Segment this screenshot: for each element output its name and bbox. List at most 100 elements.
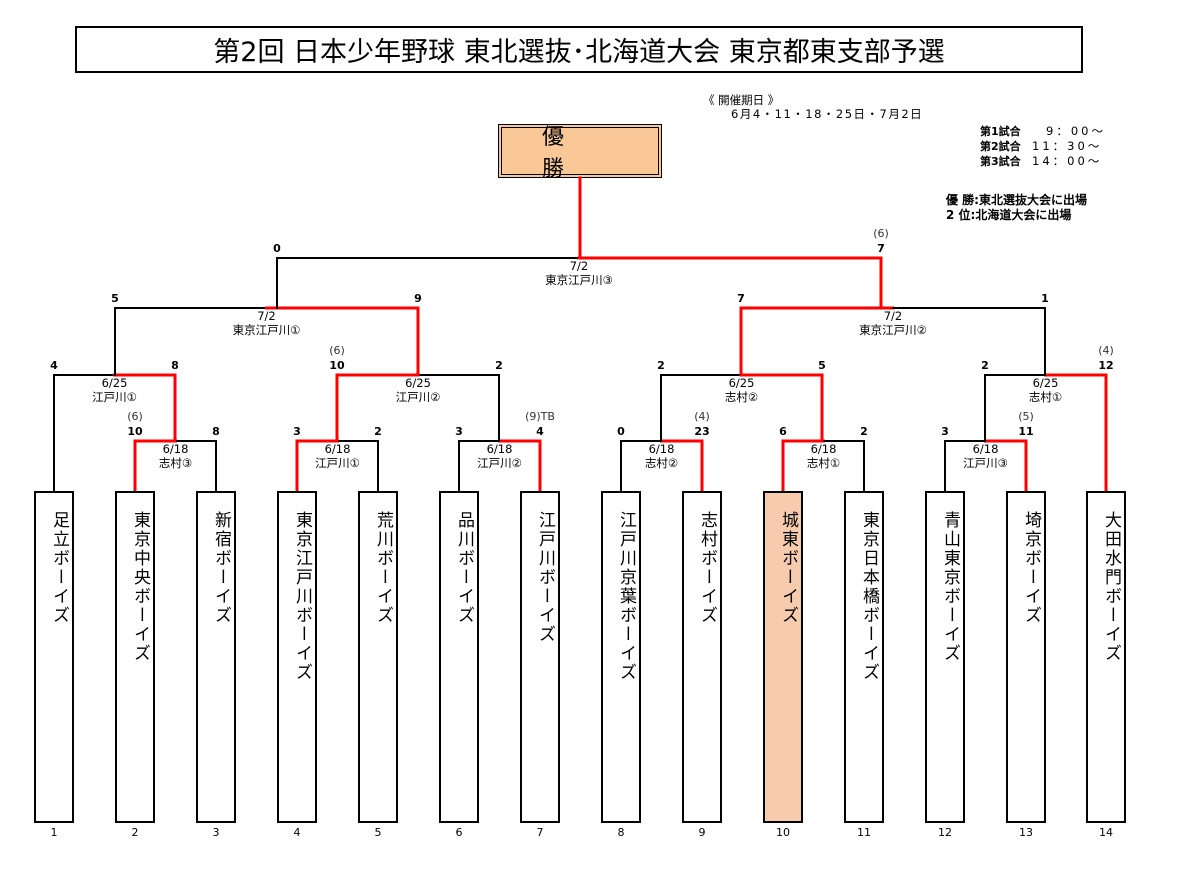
- team-number: 8: [617, 826, 625, 839]
- match-venue: 志村②: [644, 456, 679, 470]
- team-name: 東京江戸川ボーイズ: [292, 511, 312, 682]
- score-left: 2: [981, 359, 989, 372]
- match-date: 6/18: [486, 442, 513, 456]
- innings-note: (6): [127, 410, 143, 423]
- game-time-row: 第2試合 11：30～: [980, 139, 1106, 154]
- match-date: 7/2: [569, 259, 589, 273]
- team-box: 荒川ボーイズ: [358, 491, 398, 823]
- innings-note: (4): [694, 410, 710, 423]
- match-date: 7/2: [883, 309, 903, 323]
- champion-box: 優勝: [498, 124, 662, 182]
- innings-note: (5): [1018, 410, 1034, 423]
- team-number: 12: [938, 826, 952, 839]
- score-left: 7: [737, 292, 745, 305]
- game-time: 14：00～: [1032, 154, 1103, 168]
- match-venue: 志村②: [724, 390, 759, 404]
- team-name: 足立ボーイズ: [49, 511, 69, 625]
- innings-note: (9)TB: [525, 410, 555, 423]
- team-name: 新宿ボーイズ: [211, 511, 231, 625]
- team-box: 東京江戸川ボーイズ: [277, 491, 317, 823]
- note-champion: 優 勝:東北選抜大会に出場: [946, 193, 1087, 207]
- score-left: 3: [455, 425, 463, 438]
- match-venue: 志村①: [1028, 390, 1063, 404]
- team-name: 志村ボーイズ: [697, 511, 717, 625]
- match-venue: 江戸川①: [92, 390, 137, 404]
- team-name: 大田水門ボーイズ: [1101, 511, 1121, 663]
- team-name: 東京日本橋ボーイズ: [859, 511, 879, 682]
- score-left: 2: [657, 359, 665, 372]
- team-name: 荒川ボーイズ: [373, 511, 393, 625]
- score-right: 5: [818, 359, 826, 372]
- score-left: 3: [941, 425, 949, 438]
- team-box: 足立ボーイズ: [34, 491, 74, 823]
- tournament-title: 第2回 日本少年野球 東北選抜･北海道大会 東京都東支部予選: [213, 37, 945, 68]
- game-label: 第2試合: [980, 140, 1021, 153]
- team-number: 7: [536, 826, 544, 839]
- match-date: 6/18: [648, 442, 675, 456]
- team-box: 大田水門ボーイズ: [1086, 491, 1126, 823]
- team-box: 東京日本橋ボーイズ: [844, 491, 884, 823]
- team-number: 11: [857, 826, 871, 839]
- score-right: 2: [374, 425, 382, 438]
- score-right: 1: [1041, 292, 1049, 305]
- match-venue: 江戸川①: [315, 456, 360, 470]
- match-date: 6/25: [101, 376, 128, 390]
- innings-note: (6): [873, 227, 889, 240]
- match-date: 6/25: [1032, 376, 1059, 390]
- team-name: 江戸川京葉ボーイズ: [616, 511, 636, 682]
- team-number: 14: [1099, 826, 1113, 839]
- team-number: 1: [50, 826, 58, 839]
- match-date: 6/18: [972, 442, 999, 456]
- schedule-heading: 《 開催期日 》: [703, 93, 780, 107]
- match-venue: 江戸川③: [963, 456, 1008, 470]
- score-left: 0: [273, 242, 281, 255]
- match-date: 7/2: [257, 309, 276, 323]
- team-number: 13: [1019, 826, 1033, 839]
- team-box: 東京中央ボーイズ: [115, 491, 155, 823]
- match-date: 6/18: [324, 442, 351, 456]
- match-venue: 江戸川②: [395, 390, 441, 404]
- score-right: 12: [1098, 359, 1114, 372]
- score-left: 10: [329, 359, 345, 372]
- match-date: 6/18: [810, 442, 837, 456]
- match-date: 6/25: [405, 376, 431, 390]
- schedule-info: 《 開催期日 》 6月4・11・18・25日・7月2日: [703, 93, 923, 121]
- game-label: 第3試合: [980, 155, 1021, 168]
- qualification-notes: 優 勝:東北選抜大会に出場 2 位:北海道大会に出場: [946, 193, 1087, 223]
- score-left: 0: [617, 425, 625, 438]
- score-right: 7: [877, 242, 885, 255]
- score-right: 8: [212, 425, 220, 438]
- score-left: 4: [50, 359, 58, 372]
- match-date: 6/18: [162, 442, 189, 456]
- match-date: 6/25: [728, 376, 755, 390]
- team-number: 4: [293, 826, 301, 839]
- team-name: 青山東京ボーイズ: [940, 511, 960, 663]
- score-left: 6: [779, 425, 787, 438]
- team-number: 10: [776, 826, 790, 839]
- score-right: 2: [860, 425, 868, 438]
- match-venue: 志村①: [806, 456, 841, 470]
- score-right: 23: [694, 425, 710, 438]
- team-box: 新宿ボーイズ: [196, 491, 236, 823]
- team-box: 志村ボーイズ: [682, 491, 722, 823]
- score-right: 11: [1018, 425, 1034, 438]
- match-venue: 江戸川②: [477, 456, 522, 470]
- match-venue: 東京江戸川③: [545, 273, 613, 287]
- note-runner-up: 2 位:北海道大会に出場: [946, 208, 1072, 222]
- team-name: 江戸川ボーイズ: [535, 511, 555, 644]
- score-right: 8: [171, 359, 179, 372]
- team-box: 青山東京ボーイズ: [925, 491, 965, 823]
- game-times: 第1試合 9：00～ 第2試合 11：30～ 第3試合 14：00～: [980, 124, 1106, 169]
- game-time: 11：30～: [1032, 139, 1103, 153]
- team-box: 江戸川京葉ボーイズ: [601, 491, 641, 823]
- innings-note: (6): [329, 344, 345, 357]
- game-time-row: 第3試合 14：00～: [980, 154, 1106, 169]
- team-name: 品川ボーイズ: [454, 511, 474, 625]
- game-time: 9：00～: [1046, 124, 1106, 138]
- team-name: 東京中央ボーイズ: [130, 511, 150, 663]
- team-box: 城東ボーイズ: [763, 491, 803, 823]
- team-box: 品川ボーイズ: [439, 491, 479, 823]
- score-right: 4: [536, 425, 544, 438]
- team-number: 5: [374, 826, 382, 839]
